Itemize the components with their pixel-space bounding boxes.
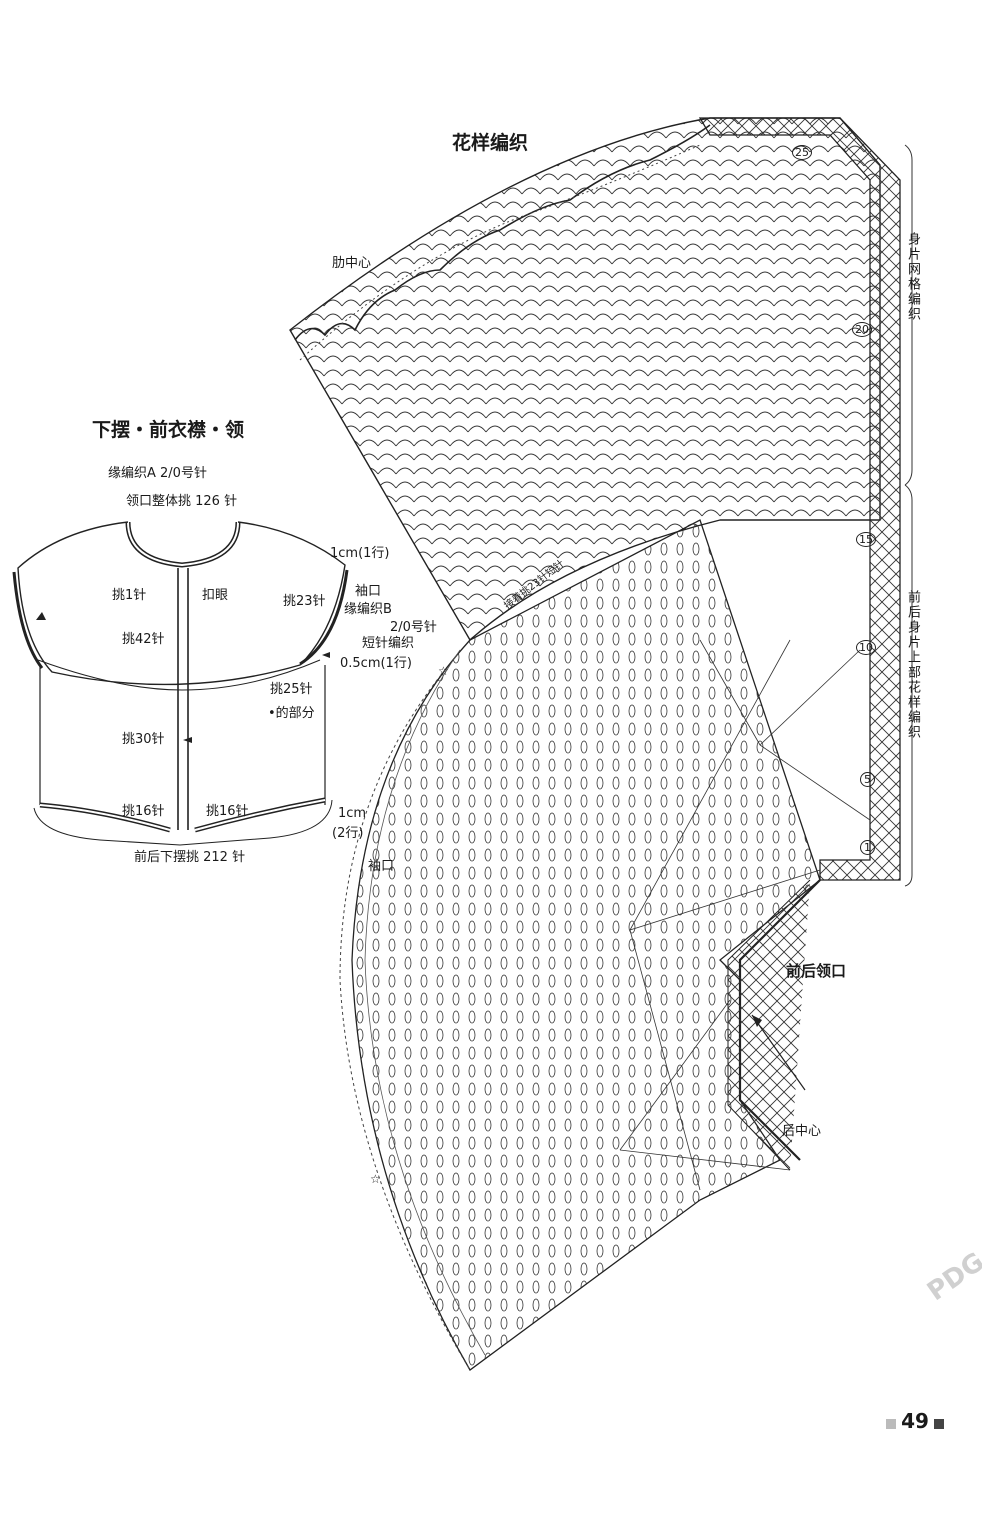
bottom-rows-label: (2行): [332, 826, 364, 841]
buttonhole-label: 扣眼: [202, 588, 229, 603]
scalloped-edge: [294, 124, 711, 361]
side-center-label: 肋中心: [332, 256, 372, 271]
svg-text:☆: ☆: [438, 664, 449, 678]
top-grid-border: [698, 117, 901, 881]
pick-1-label: 挑1针: [112, 588, 147, 603]
row-number-15: 15: [856, 532, 876, 547]
row-number-10: 10: [856, 640, 876, 655]
pick-42-label: 挑42针: [122, 632, 165, 647]
svg-text:☆: ☆: [370, 1172, 381, 1186]
neck-edge: [727, 879, 821, 1171]
page-marker-left-icon: [886, 1418, 896, 1429]
row-number-1: 1: [860, 840, 875, 855]
row-05cm-label: 0.5cm(1行): [340, 656, 412, 671]
page-number: 49: [886, 1409, 945, 1433]
side-brackets: [904, 144, 913, 887]
sleeve-chart-label: 袖口: [368, 859, 395, 874]
pick-25-label: 挑25针: [270, 682, 313, 697]
pick-30-label: 挑30针: [122, 732, 165, 747]
pick-23-label: 挑23针: [283, 594, 326, 609]
body-mesh-label: 身片网格编织: [905, 232, 920, 322]
needle-20-label: 2/0号针: [390, 620, 437, 635]
bottom-1cm-label: 1cm: [338, 806, 367, 821]
edge-b-label: 缘编织B: [344, 602, 392, 617]
pattern-title: 花样编织: [452, 132, 529, 154]
page-number-text: 49: [901, 1409, 929, 1433]
vest-schematic: [12, 521, 349, 846]
radial-spokes: [619, 639, 871, 1191]
fan-pattern-area: [339, 519, 821, 1371]
neck-pickup-label: 领口整体挑 126 针: [126, 494, 238, 509]
page-marker-right-icon: [934, 1418, 945, 1429]
row-number-5: 5: [860, 772, 875, 787]
row-1cm-label: 1cm(1行): [330, 546, 390, 561]
hem-pickup-label: 前后下摆挑 212 针: [134, 850, 246, 865]
row-number-20: 20: [852, 322, 872, 337]
pick-16-left-label: 挑16针: [122, 804, 165, 819]
dot-part-label: •的部分: [268, 706, 315, 721]
neck-arrow: [751, 1014, 806, 1091]
body-upper-label: 前后身片上部花样编织: [905, 590, 920, 740]
star-markers: ☆ ☆: [370, 664, 449, 1186]
row-number-25: 25: [792, 145, 812, 160]
sleeve-opening-label: 袖口: [355, 584, 382, 599]
back-center-label: 后中心: [782, 1124, 822, 1139]
mesh-area: [289, 117, 881, 642]
short-rows-label: 短针编织: [362, 636, 415, 651]
pick-16-right-label: 挑16针: [206, 804, 249, 819]
front-back-neck-label: 前后领口: [786, 962, 847, 980]
edge-a-label: 缘编织A 2/0号针: [108, 466, 207, 481]
schematic-title: 下摆・前衣襟・领: [92, 419, 245, 441]
